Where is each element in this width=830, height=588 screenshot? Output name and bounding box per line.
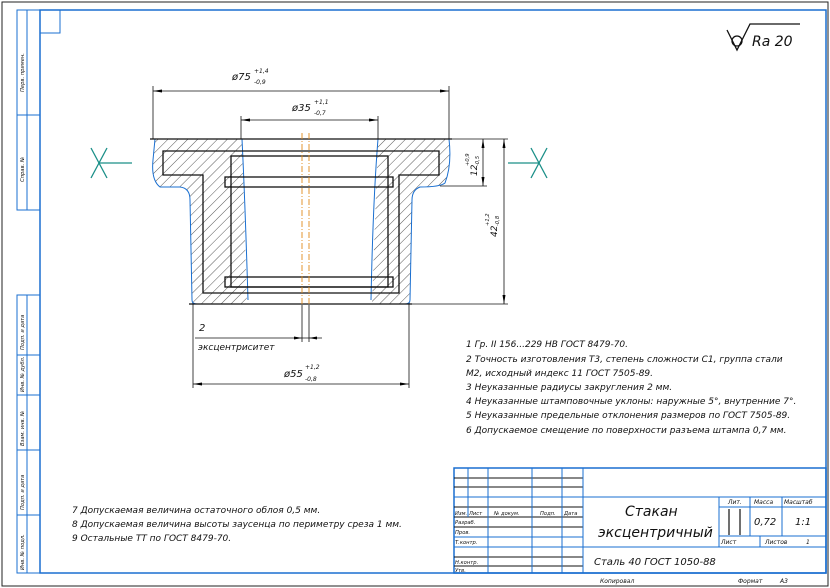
sidebar-label: Инв. № подл. bbox=[20, 534, 26, 570]
note: 6 Допускаемое смещение по поверхности ра… bbox=[466, 426, 786, 436]
technical-notes-left: 7 Допускаемая величина остаточного облоя… bbox=[72, 506, 402, 544]
dimension-d35: ø35 +1,1 -0,7 bbox=[240, 99, 379, 139]
note: 2 Точность изготовления Т3, степень слож… bbox=[466, 355, 783, 365]
svg-text:42: 42 bbox=[490, 225, 500, 237]
sidebar-label: Взам. инв. № bbox=[20, 411, 26, 446]
svg-text:Н.контр.: Н.контр. bbox=[455, 560, 478, 566]
svg-text:ø55: ø55 bbox=[283, 369, 303, 380]
svg-text:+0,9: +0,9 bbox=[465, 153, 471, 166]
dimension-h42: 42 +1,2 -0,8 bbox=[410, 139, 508, 305]
technical-notes-right: 1 Гр. II 156...229 НВ ГОСТ 8479-70. 2 То… bbox=[466, 340, 796, 436]
svg-text:-0,5: -0,5 bbox=[475, 155, 481, 166]
drawing-frame bbox=[39, 9, 827, 574]
svg-text:12: 12 bbox=[470, 164, 480, 176]
roughness-value: Ra 20 bbox=[752, 34, 793, 50]
svg-text:Т.контр.: Т.контр. bbox=[455, 540, 477, 546]
sidebar-label: Подп. и дата bbox=[20, 315, 26, 350]
dimension-eccentricity: 2 эксцентриситет bbox=[195, 305, 322, 353]
svg-text:Лит.: Лит. bbox=[727, 499, 742, 506]
svg-text:+1,2: +1,2 bbox=[305, 364, 320, 371]
sidebar-label: Перв. примен. bbox=[20, 53, 26, 92]
svg-text:2: 2 bbox=[199, 323, 205, 334]
svg-text:+1,1: +1,1 bbox=[314, 99, 329, 106]
part-section bbox=[150, 133, 452, 305]
svg-text:+1,4: +1,4 bbox=[254, 68, 269, 75]
svg-text:ø75: ø75 bbox=[231, 72, 251, 83]
sidebar-label: Справ. № bbox=[20, 157, 26, 182]
svg-text:-0,8: -0,8 bbox=[305, 376, 317, 383]
svg-text:Лист: Лист bbox=[720, 539, 737, 546]
svg-text:Утв.: Утв. bbox=[455, 568, 466, 574]
roughness-mark: Ra 20 bbox=[726, 23, 800, 52]
scale-value: 1:1 bbox=[795, 517, 811, 528]
svg-text:+1,2: +1,2 bbox=[485, 213, 491, 226]
mass-value: 0,72 bbox=[754, 517, 776, 528]
svg-text:-0,9: -0,9 bbox=[254, 79, 266, 86]
left-sidebar: Перв. примен. Справ. № Подп. и дата Инв.… bbox=[16, 9, 61, 574]
note: 3 Неуказанные радиусы закругления 2 мм. bbox=[466, 383, 672, 393]
svg-text:Формат: Формат bbox=[738, 578, 763, 585]
svg-text:1: 1 bbox=[806, 539, 810, 546]
svg-text:Разраб.: Разраб. bbox=[455, 520, 475, 526]
svg-text:Пров.: Пров. bbox=[455, 530, 470, 536]
sidebar-label: Инв. № дубл. bbox=[20, 357, 26, 393]
svg-text:Копировал: Копировал bbox=[600, 578, 634, 585]
dimension-d75: ø75 +1,4 -0,9 bbox=[152, 68, 450, 139]
note: 4 Неуказанные штамповочные уклоны: наруж… bbox=[466, 397, 796, 407]
note: 5 Неуказанные предельные отклонения разм… bbox=[466, 411, 790, 421]
svg-text:Дата: Дата bbox=[563, 511, 577, 517]
sidebar-label: Подп. и дата bbox=[20, 475, 26, 510]
dimension-d55: ø55 +1,2 -0,8 bbox=[192, 304, 410, 388]
svg-text:Листов: Листов bbox=[764, 539, 788, 546]
check-surface-icon bbox=[731, 35, 743, 47]
svg-text:А3: А3 bbox=[779, 578, 788, 585]
svg-text:-0,8: -0,8 bbox=[495, 215, 501, 226]
svg-text:Изм.: Изм. bbox=[455, 511, 467, 517]
note: 9 Остальные ТТ по ГОСТ 8479-70. bbox=[72, 534, 231, 544]
dimension-h12: 12 +0,9 -0,5 bbox=[440, 138, 508, 187]
note: М2, исходный индекс 11 ГОСТ 7505-89. bbox=[466, 369, 653, 379]
svg-text:ø35: ø35 bbox=[291, 103, 311, 114]
part-name: Стакан bbox=[625, 504, 678, 520]
parting-line-left bbox=[90, 147, 132, 179]
note: 7 Допускаемая величина остаточного облоя… bbox=[72, 506, 320, 516]
material: Сталь 40 ГОСТ 1050-88 bbox=[594, 557, 716, 568]
part-name: эксцентричный bbox=[598, 525, 713, 541]
svg-text:-0,7: -0,7 bbox=[314, 110, 326, 117]
parting-line-right bbox=[508, 147, 548, 179]
svg-text:Масса: Масса bbox=[754, 499, 773, 506]
svg-text:Лист: Лист bbox=[468, 511, 483, 517]
svg-text:Подп.: Подп. bbox=[540, 511, 556, 517]
title-block: Изм. Лист № докум. Подп. Дата Разраб. Пр… bbox=[453, 467, 827, 585]
note: 1 Гр. II 156...229 НВ ГОСТ 8479-70. bbox=[466, 340, 628, 350]
svg-text:эксцентриситет: эксцентриситет bbox=[198, 343, 275, 353]
note: 8 Допускаемая величина высоты заусенца п… bbox=[72, 520, 402, 530]
svg-text:Масштаб: Масштаб bbox=[784, 499, 813, 506]
svg-text:№ докум.: № докум. bbox=[493, 511, 520, 517]
